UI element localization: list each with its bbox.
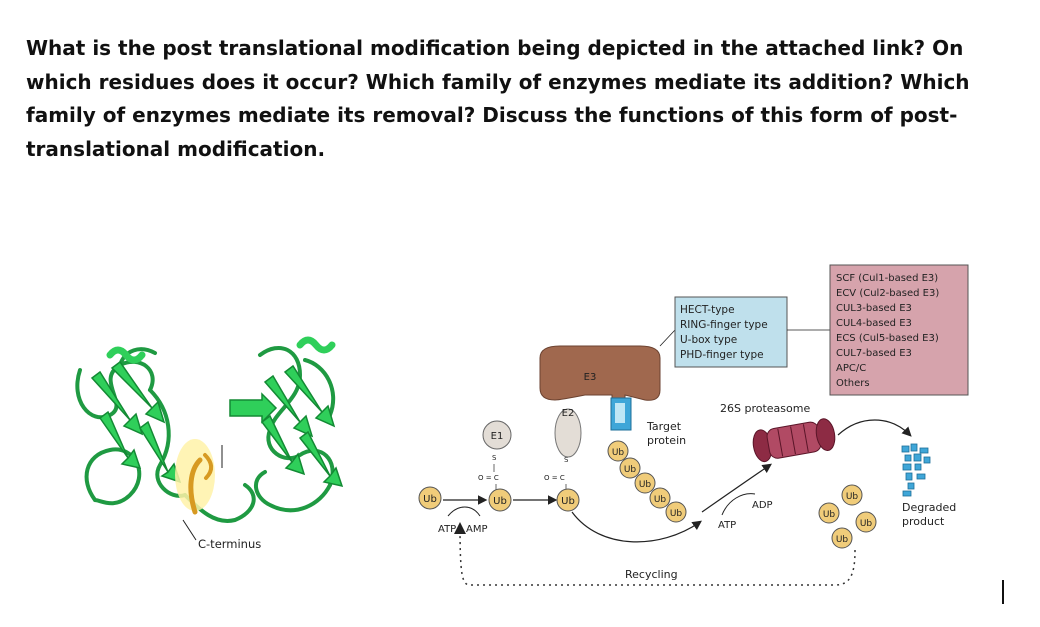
svg-text:Ub: Ub bbox=[639, 480, 652, 490]
svg-text:Ub: Ub bbox=[860, 519, 873, 529]
atp-adp-curve bbox=[721, 493, 756, 516]
svg-text:S: S bbox=[564, 456, 569, 464]
atp-label-1: ATP bbox=[438, 524, 456, 535]
target-label-2: protein bbox=[647, 434, 686, 447]
e3-type-hect: HECT-type bbox=[680, 304, 735, 316]
amp-label: AMP bbox=[466, 524, 488, 535]
svg-text:Ub: Ub bbox=[612, 448, 625, 458]
svg-text:O = C: O = C bbox=[478, 474, 499, 482]
svg-text:E2: E2 bbox=[562, 408, 575, 419]
svg-text:ECV (Cul2-based E3): ECV (Cul2-based E3) bbox=[836, 288, 939, 299]
e3-type-ubox: U-box type bbox=[680, 334, 737, 346]
svg-text:Ub: Ub bbox=[423, 494, 437, 505]
e3-complexes-box: SCF (Cul1-based E3) ECV (Cul2-based E3) … bbox=[829, 264, 969, 396]
target-protein bbox=[610, 397, 632, 431]
e1-enzyme: E1 S O = C bbox=[478, 420, 512, 491]
svg-text:Ub: Ub bbox=[670, 509, 683, 519]
svg-text:Ub: Ub bbox=[493, 496, 507, 507]
proteasome-26s bbox=[752, 418, 836, 463]
ubiquitination-figure: C-terminus Ub ATP AMP E1 S O = C Ub E2 S… bbox=[0, 250, 1040, 627]
text-cursor bbox=[1002, 580, 1004, 604]
pathway-diagram: C-terminus Ub ATP AMP E1 S O = C Ub E2 S… bbox=[75, 264, 969, 586]
svg-text:Ub: Ub bbox=[846, 492, 859, 502]
e3-ligase: E3 bbox=[539, 345, 661, 406]
question-text: What is the post translational modificat… bbox=[26, 36, 970, 161]
atp-amp-curve bbox=[447, 506, 481, 517]
svg-text:E3: E3 bbox=[584, 372, 597, 383]
c-terminus-label: C-terminus bbox=[198, 537, 261, 551]
e3-type-ring: RING-finger type bbox=[680, 319, 768, 331]
svg-text:Ub: Ub bbox=[624, 465, 637, 475]
e2-enzyme: E2 S O = C bbox=[544, 408, 582, 491]
svg-text:O = C: O = C bbox=[544, 474, 565, 482]
to-proteasome-arrow bbox=[701, 463, 772, 513]
recycling-label: Recycling bbox=[625, 568, 678, 581]
degraded-fragments bbox=[901, 443, 931, 497]
polyubiquitin-chain: Ub Ub Ub Ub Ub bbox=[607, 440, 687, 523]
e3-types-box: HECT-type RING-finger type U-box type PH… bbox=[674, 296, 788, 368]
conjugation-arrow bbox=[571, 511, 702, 543]
svg-text:Others: Others bbox=[836, 378, 870, 389]
atp-label-2: ATP bbox=[718, 520, 736, 531]
target-label-1: Target bbox=[646, 420, 682, 433]
svg-text:CUL3-based E3: CUL3-based E3 bbox=[836, 303, 912, 314]
svg-text:Ub: Ub bbox=[654, 495, 667, 505]
svg-text:CUL4-based E3: CUL4-based E3 bbox=[836, 318, 912, 329]
svg-text:ECS (Cul5-based E3): ECS (Cul5-based E3) bbox=[836, 333, 939, 344]
ub-on-e1: Ub bbox=[488, 488, 512, 512]
svg-text:Ub: Ub bbox=[823, 510, 836, 520]
ubiquitin-structure-image bbox=[75, 336, 344, 541]
svg-text:Ub: Ub bbox=[561, 496, 575, 507]
ub-free: Ub bbox=[418, 486, 442, 510]
svg-text:CUL7-based E3: CUL7-based E3 bbox=[836, 348, 912, 359]
proteasome-label: 26S proteasome bbox=[720, 402, 810, 415]
svg-text:APC/C: APC/C bbox=[836, 363, 866, 374]
adp-label: ADP bbox=[752, 500, 773, 511]
degraded-label-1: Degraded bbox=[902, 501, 956, 514]
svg-text:Ub: Ub bbox=[836, 535, 849, 545]
svg-text:SCF (Cul1-based E3): SCF (Cul1-based E3) bbox=[836, 273, 938, 284]
svg-text:S: S bbox=[492, 454, 497, 462]
svg-text:E1: E1 bbox=[491, 431, 504, 442]
degradation-arrow bbox=[837, 419, 912, 437]
e3-types-connector bbox=[659, 329, 676, 347]
degraded-label-2: product bbox=[902, 515, 945, 528]
released-ubiquitins: Ub Ub Ub Ub bbox=[818, 484, 877, 549]
ub-on-e2: Ub bbox=[556, 488, 580, 512]
e3-type-phd: PHD-finger type bbox=[680, 349, 764, 361]
